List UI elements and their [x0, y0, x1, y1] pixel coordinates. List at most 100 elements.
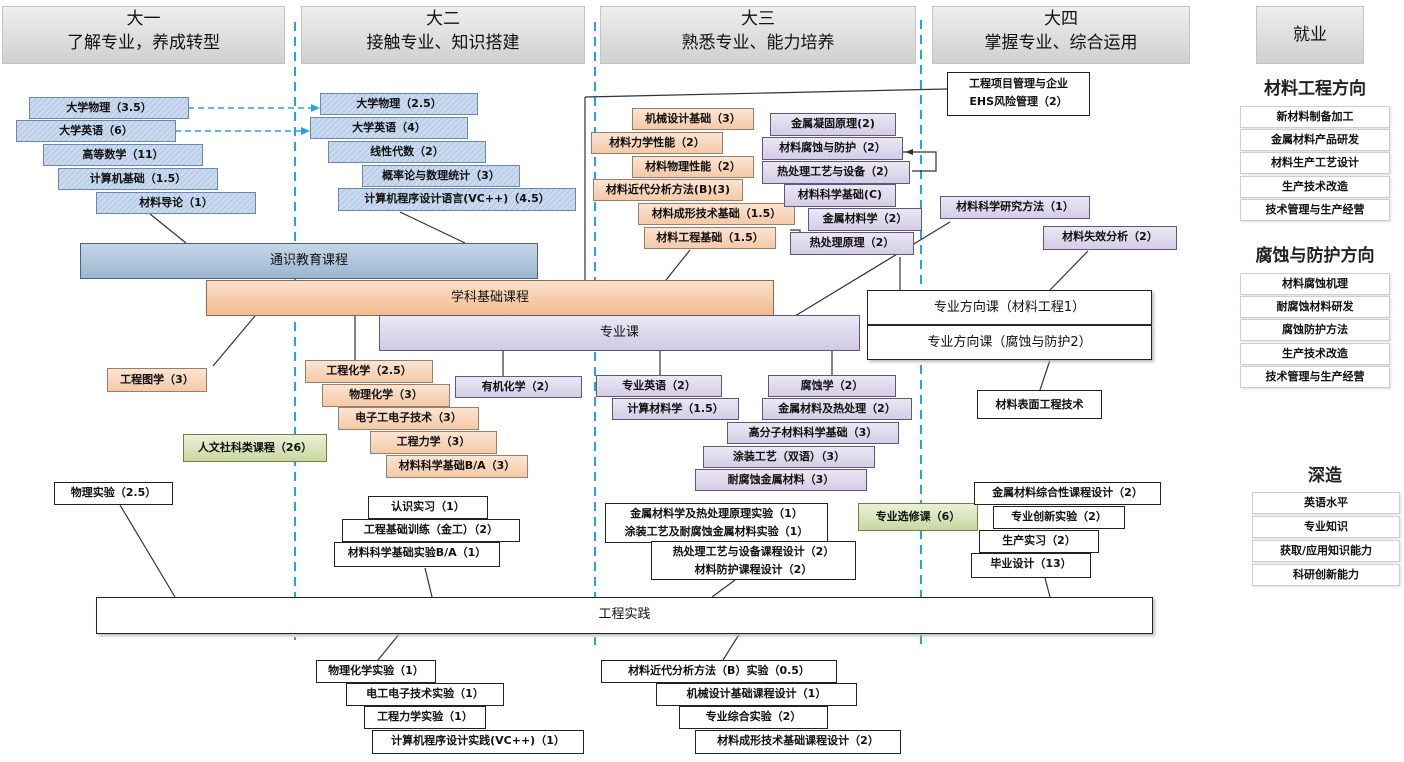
course-y1-english: 大学英语（6）: [16, 120, 176, 142]
course-eng-chemistry: 工程化学（2.5）: [305, 360, 433, 383]
course-metallic-materials: 金属材料学（2）: [808, 208, 922, 231]
course-computational-materials: 计算材料学（1.5）: [612, 398, 739, 420]
practice-innovation-lab: 专业创新实验（2）: [993, 506, 1125, 529]
practice-y3-design-1: 热处理工艺与设备课程设计（2）: [672, 545, 835, 558]
course-phys-chemistry: 物理化学（3）: [322, 384, 450, 407]
materials-job-3: 材料生产工艺设计: [1240, 152, 1390, 174]
study-item-1: 英语水平: [1252, 492, 1400, 514]
lab-forming-design: 材料成形技术基础课程设计（2）: [695, 730, 901, 754]
year-subtitle: 了解专业，养成转型: [67, 33, 220, 53]
course-solidification: 金属凝固原理(2): [770, 113, 896, 136]
course-y1-computer: 计算机基础（1.5）: [58, 168, 218, 190]
materials-direction-title: 材料工程方向: [1264, 79, 1366, 99]
lab-mech-design: 机械设计基础课程设计（1）: [656, 683, 857, 706]
practice-y3-design-2: 材料防护课程设计（2）: [694, 563, 813, 576]
year-name: 大三: [741, 9, 775, 29]
course-corrosion-science: 腐蚀学（2）: [768, 375, 896, 397]
year-subtitle: 掌握专业、综合运用: [984, 33, 1138, 53]
course-modern-analysis: 材料近代分析方法(B)(3): [593, 179, 743, 201]
course-project-mgmt-line2: EHS风险管理（2）: [969, 95, 1068, 108]
year-name: 大二: [426, 9, 460, 29]
course-mech-design: 机械设计基础（3）: [632, 108, 754, 130]
course-mech-properties: 材料力学性能（2）: [591, 132, 723, 154]
further-study-title: 深造: [1308, 466, 1342, 486]
course-surface-engineering: 材料表面工程技术: [977, 390, 1102, 419]
course-project-mgmt-line1: 工程项目管理与企业: [969, 77, 1068, 90]
year-header-2: 大二 接触专业、知识搭建: [301, 6, 585, 64]
year-header-1: 大一 了解专业，养成转型: [2, 6, 285, 64]
course-professional-english: 专业英语（2）: [596, 375, 722, 397]
course-corrosion-resistant-metals: 耐腐蚀金属材料（3）: [695, 469, 867, 491]
study-item-2: 专业知识: [1252, 516, 1400, 538]
materials-job-1: 新材料制备加工: [1240, 106, 1390, 128]
lab-programming: 计算机程序设计实践(VC++)（1）: [372, 730, 584, 754]
course-y2-physics: 大学物理（2.5）: [320, 93, 478, 115]
year-name: 大一: [126, 9, 161, 29]
practice-y3-lab-2: 涂装工艺及耐腐蚀金属材料实验（1）: [624, 525, 809, 538]
corrosion-job-4: 生产技术改造: [1240, 343, 1390, 365]
category-general-education: 通识教育课程: [80, 243, 538, 279]
course-coating-process: 涂装工艺（双语）（3）: [703, 446, 875, 468]
course-research-methods: 材料科学研究方法（1）: [940, 196, 1090, 219]
year-name: 大四: [1044, 9, 1078, 29]
category-discipline-basics: 学科基础课程: [206, 280, 774, 316]
category-major-courses: 专业课: [379, 315, 860, 351]
employment-header: 就业: [1256, 6, 1364, 64]
year-dividers: [294, 20, 922, 645]
course-phys-properties: 材料物理性能（2）: [632, 156, 754, 178]
course-corrosion-protection: 材料腐蚀与防护（2）: [762, 137, 903, 160]
course-y1-math: 高等数学（11）: [43, 144, 203, 166]
course-materials-science-ba: 材料科学基础B/A（3）: [386, 455, 528, 478]
category-engineering-practice: 工程实践: [96, 597, 1153, 634]
practice-y3-designs: 热处理工艺与设备课程设计（2） 材料防护课程设计（2）: [651, 541, 856, 580]
course-y1-intro: 材料导论（1）: [96, 192, 256, 214]
course-physics-lab: 物理实验（2.5）: [54, 482, 173, 505]
course-y2-programming: 计算机程序设计语言(VC++)（4.5）: [338, 188, 576, 211]
practice-metal-design: 金属材料综合性课程设计（2）: [974, 482, 1161, 505]
year-subtitle: 熟悉专业、能力培养: [681, 33, 835, 53]
study-item-3: 获取/应用知识能力: [1252, 540, 1400, 562]
course-project-mgmt: 工程项目管理与企业 EHS风险管理（2）: [947, 72, 1090, 116]
practice-metalwork: 工程基础训练（金工）（2）: [342, 519, 520, 542]
course-y2-english: 大学英语（4）: [310, 117, 468, 139]
course-drawing: 工程图学（3）: [107, 368, 207, 392]
practice-thesis: 毕业设计（13）: [971, 553, 1091, 578]
study-item-4: 科研创新能力: [1252, 564, 1400, 586]
category-direction-1: 专业方向课（材料工程1）: [867, 290, 1152, 325]
practice-materials-lab: 材料科学基础实验B/A（1）: [334, 542, 500, 567]
year-header-3: 大三 熟悉专业、能力培养: [600, 6, 916, 64]
materials-job-5: 技术管理与生产经营: [1240, 199, 1390, 221]
course-polymer-basics: 高分子材料科学基础（3）: [727, 422, 899, 444]
course-forming: 材料成形技术基础（1.5）: [638, 203, 795, 225]
materials-job-4: 生产技术改造: [1240, 176, 1390, 198]
continuation-arrows: [175, 107, 312, 132]
lab-mechanics: 工程力学实验（1）: [364, 706, 486, 729]
category-elective: 专业选修课（6）: [858, 503, 978, 531]
corrosion-job-5: 技术管理与生产经营: [1240, 366, 1390, 388]
practice-internship: 生产实习（2）: [979, 530, 1099, 553]
year-header-4: 大四 掌握专业、综合运用: [932, 6, 1190, 64]
course-electronics: 电子工电子技术（3）: [338, 407, 479, 430]
practice-y3-labs: 金属材料学及热处理原理实验（1） 涂装工艺及耐腐蚀金属材料实验（1）: [605, 503, 828, 543]
course-metallic-heat-treatment: 金属材料及热处理（2）: [762, 398, 912, 420]
corrosion-job-1: 材料腐蚀机理: [1240, 273, 1390, 295]
corrosion-job-2: 耐腐蚀材料研发: [1240, 296, 1390, 318]
lab-electronics: 电工电子技术实验（1）: [346, 683, 504, 706]
category-humanities: 人文社科类课程（26）: [183, 434, 327, 462]
corrosion-job-3: 腐蚀防护方法: [1240, 319, 1390, 341]
course-heat-treatment-principle: 热处理原理（2）: [790, 232, 914, 255]
course-organic-chemistry: 有机化学（2）: [455, 376, 582, 398]
course-y2-probability: 概率论与数理统计（3）: [362, 165, 520, 187]
course-y2-linear-algebra: 线性代数（2）: [328, 141, 486, 163]
course-failure-analysis: 材料失效分析（2）: [1043, 226, 1177, 250]
materials-job-2: 金属材料产品研发: [1240, 129, 1390, 151]
corrosion-direction-title: 腐蚀与防护方向: [1255, 246, 1375, 266]
course-materials-science-c: 材料科学基础(C): [784, 184, 896, 207]
practice-cognition: 认识实习（1）: [368, 496, 488, 519]
year-subtitle: 接触专业、知识搭建: [366, 33, 520, 53]
lab-phys-chem: 物理化学实验（1）: [316, 660, 436, 683]
employment-header-label: 就业: [1293, 25, 1327, 45]
course-eng-basics: 材料工程基础（1.5）: [644, 227, 776, 249]
lab-comprehensive: 专业综合实验（2）: [679, 706, 828, 729]
